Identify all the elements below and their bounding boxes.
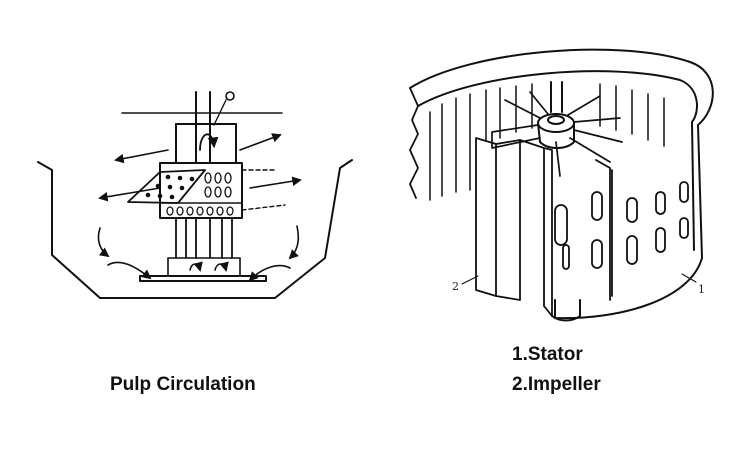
flotation-tank bbox=[37, 159, 353, 299]
stator-leader bbox=[681, 273, 697, 283]
impeller-leader bbox=[461, 275, 479, 285]
stator-body bbox=[159, 162, 243, 219]
stator-slots bbox=[429, 83, 665, 201]
stator-ring-top bbox=[409, 48, 714, 126]
stator-holes bbox=[166, 172, 234, 216]
shaft bbox=[195, 91, 211, 163]
legend-item-impeller: 2.Impeller bbox=[512, 374, 601, 395]
stator-part-label: 1 bbox=[698, 283, 705, 296]
standpipe bbox=[175, 123, 237, 163]
impeller-columns bbox=[175, 217, 233, 259]
cutaway-plate bbox=[127, 169, 206, 204]
impeller-blades bbox=[491, 91, 623, 177]
stator-wall bbox=[554, 124, 703, 320]
impeller-part-label: 2 bbox=[452, 280, 459, 293]
base-plate bbox=[139, 275, 267, 282]
stator-openings bbox=[554, 181, 689, 270]
legend-item-stator: 1.Stator bbox=[512, 344, 583, 365]
parts-legend: 1.Stator 2.Impeller bbox=[512, 340, 601, 400]
impeller-vanes bbox=[475, 137, 613, 317]
circulation-arrows bbox=[97, 133, 302, 282]
stator-impeller-diagram bbox=[409, 48, 714, 322]
air-valve bbox=[225, 91, 235, 101]
pulp-circulation-diagram bbox=[37, 91, 353, 299]
pulp-circulation-caption: Pulp Circulation bbox=[110, 374, 256, 395]
